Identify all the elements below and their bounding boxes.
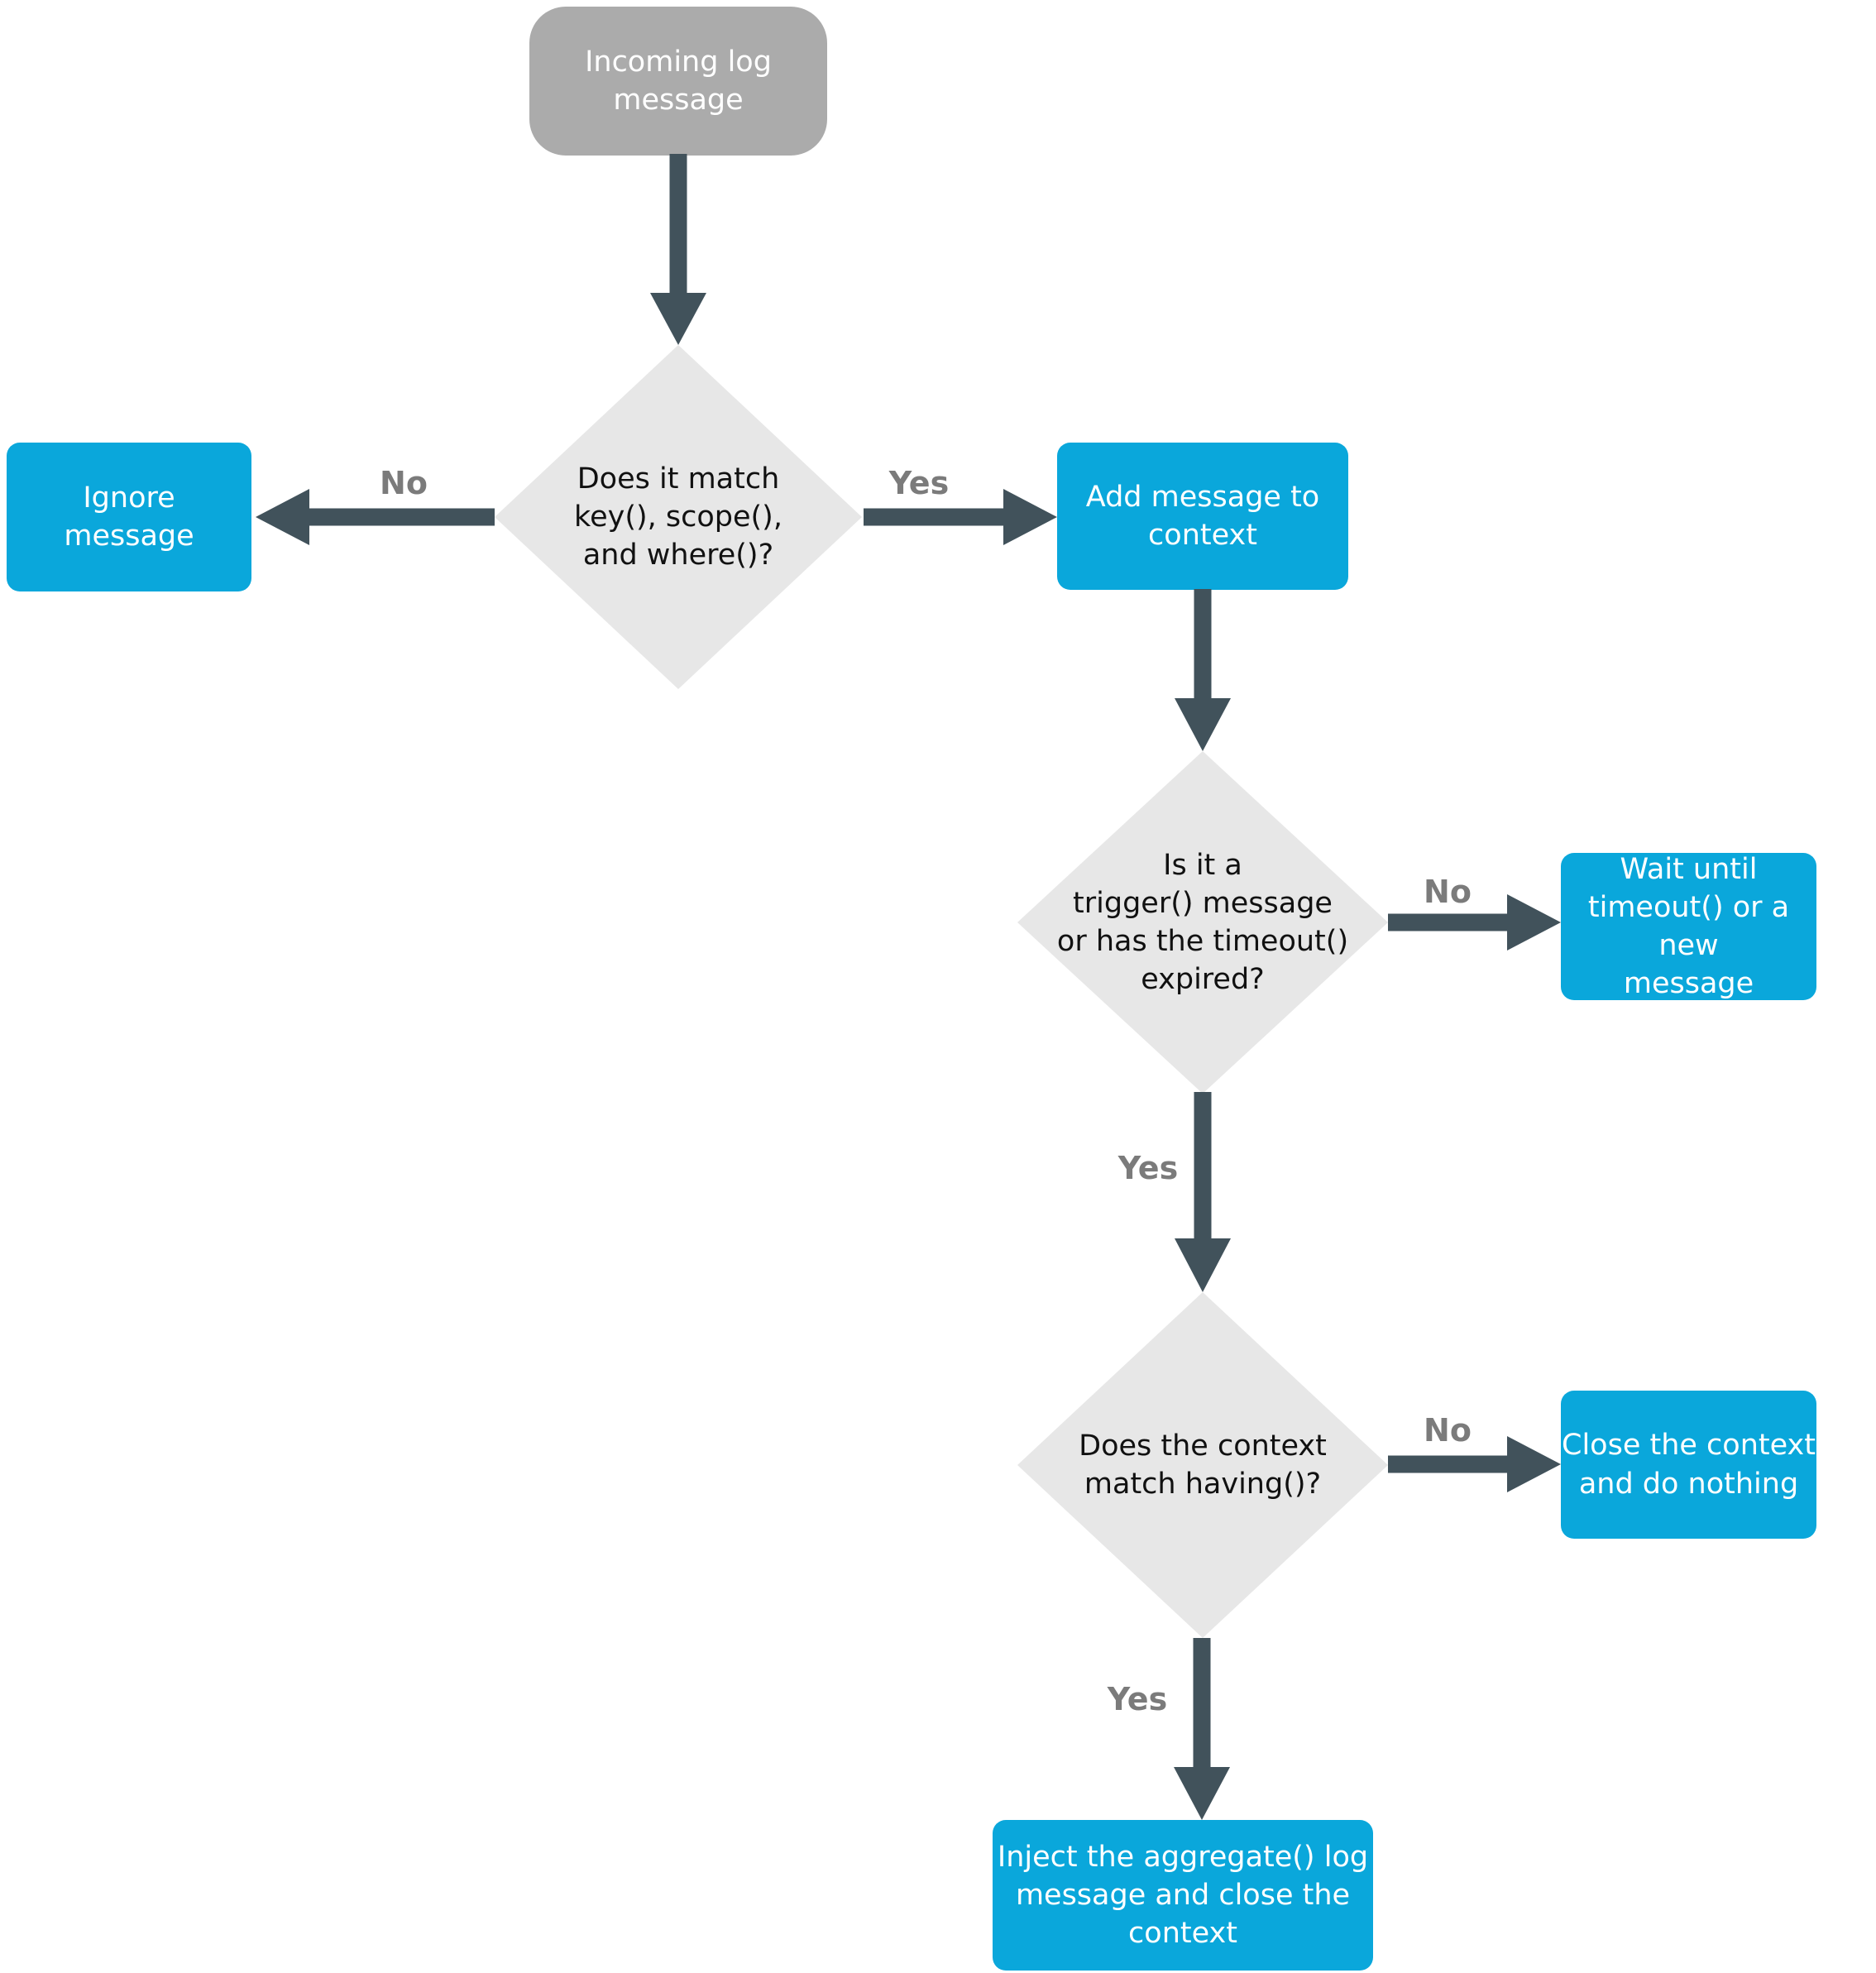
arrow-trigger-to-having xyxy=(1175,1092,1231,1292)
arrow-add-to-trigger xyxy=(1175,589,1231,751)
ignore-message-label: Ignore message xyxy=(64,481,194,553)
diamond-shape xyxy=(495,345,862,689)
diamond-shape xyxy=(1017,751,1388,1094)
match-key-scope-where-label: Does it match key(), scope(), and where(… xyxy=(574,462,782,572)
close-context-do-nothing-label: Close the context and do nothing xyxy=(1562,1429,1816,1501)
inject-aggregate-label: Inject the aggregate() log message and c… xyxy=(997,1840,1369,1951)
inject-aggregate-node: Inject the aggregate() log message and c… xyxy=(993,1820,1373,1971)
edge-label-yes-add: Yes xyxy=(888,465,950,501)
incoming-log-message-node: Incoming log message xyxy=(529,7,827,156)
edge-label-yes-having: Yes xyxy=(1117,1150,1179,1186)
edge-label-no-wait: No xyxy=(1424,874,1472,910)
context-match-having-label: Does the context match having()? xyxy=(1079,1429,1327,1501)
add-message-to-context-node: Add message to context xyxy=(1057,443,1348,590)
ignore-message-node: Ignore message xyxy=(7,443,251,591)
trigger-or-timeout-decision: Is it a trigger() message or has the tim… xyxy=(1017,751,1388,1094)
edge-label-no-ignore: No xyxy=(380,465,428,501)
arrow-start-to-match xyxy=(650,154,706,345)
context-match-having-decision: Does the context match having()? xyxy=(1017,1292,1388,1638)
wait-until-timeout-node: Wait until timeout() or a new message xyxy=(1561,853,1816,1000)
close-context-do-nothing-node: Close the context and do nothing xyxy=(1561,1391,1816,1539)
add-message-to-context-label: Add message to context xyxy=(1085,480,1320,552)
diamond-shape xyxy=(1017,1292,1388,1638)
match-key-scope-where-decision: Does it match key(), scope(), and where(… xyxy=(495,345,862,689)
wait-until-timeout-label: Wait until timeout() or a new message xyxy=(1587,852,1790,1001)
incoming-log-message-label: Incoming log message xyxy=(585,45,772,117)
edge-label-no-close: No xyxy=(1424,1412,1472,1449)
trigger-or-timeout-label: Is it a trigger() message or has the tim… xyxy=(1056,848,1349,997)
edge-label-yes-inject: Yes xyxy=(1107,1681,1168,1717)
arrow-having-to-inject xyxy=(1174,1638,1230,1820)
